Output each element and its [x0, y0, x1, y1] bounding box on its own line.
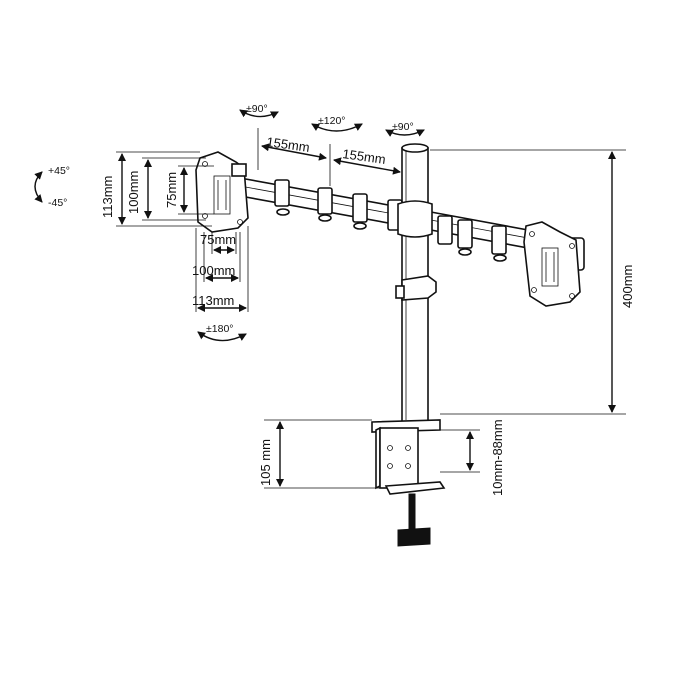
tilt-arrow-icon — [34, 171, 43, 203]
dim-pole-height: 400mm — [620, 265, 635, 308]
dim-vesa-h-113: 113mm — [100, 176, 115, 218]
pole — [395, 143, 437, 424]
dim-arm-2: 155mm — [342, 146, 387, 167]
vesa-plate-left — [195, 151, 249, 233]
rotate-head-left-icon — [239, 109, 279, 119]
rotate-arm-label: ±120° — [318, 115, 345, 127]
dim-desk-thickness: 10mm-88mm — [490, 419, 505, 496]
rotate-screen-label: ±180° — [206, 323, 233, 335]
dim-arm-1: 155mm — [266, 134, 311, 155]
dim-vesa-w-75: 75mm — [200, 232, 236, 247]
dim-vesa-h-100: 100mm — [126, 171, 141, 214]
rotate-head-right-label: ±90° — [392, 121, 414, 133]
rotate-screen-icon — [197, 331, 247, 342]
tilt-up-label: +45° — [48, 165, 70, 177]
rotate-head-right-icon — [385, 129, 425, 137]
desk-clamp — [371, 419, 446, 547]
dim-clamp-height: 105 mm — [258, 439, 273, 486]
rotate-head-left-label: ±90° — [246, 103, 268, 115]
vesa-plate-right — [523, 221, 581, 307]
tilt-down-label: -45° — [48, 197, 67, 209]
rotate-arm-icon — [311, 123, 363, 132]
dim-vesa-h-75: 75mm — [164, 172, 179, 208]
dim-vesa-w-100: 100mm — [192, 263, 235, 278]
dim-vesa-w-113: 113mm — [192, 293, 234, 308]
